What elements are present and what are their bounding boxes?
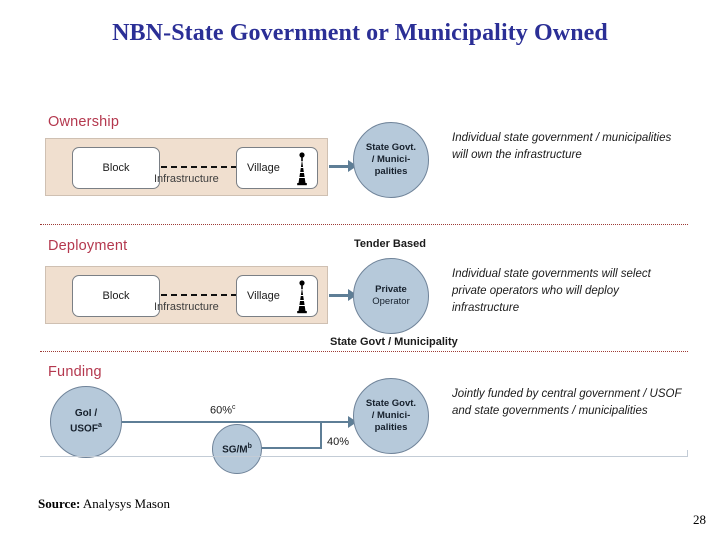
pct-primary-value: 60% [210,404,233,417]
diagram-canvas: Ownership Block Infrastructure Village [40,108,690,476]
caption-state-govt-municipality: State Govt / Municipality [330,336,458,348]
source-note: Source: Analysys Mason [38,496,170,512]
arrow-head-ownership [348,160,357,172]
circle-line1-funding: State Govt. [365,398,417,409]
node-block-deployment: Block [72,275,160,317]
pct-secondary-label: 40% [327,436,349,448]
section-deployment: Deployment Block Infrastructure Village [40,232,690,350]
node-village-deployment: Village [236,275,318,317]
circle-gol-superscript: a [97,422,102,430]
circle-gol-line1: GoI / [74,408,98,420]
section-label-deployment: Deployment [48,238,128,254]
circle-state-govt-ownership: State Govt. / Munici- palities [353,122,429,198]
arrow-head-deployment [348,289,357,301]
circle-private-operator: Private Operator [353,258,429,334]
circle-gol-line2: USOF [70,423,98,435]
ownership-panel: Block Infrastructure Village [45,138,328,196]
circle-line1-deployment: Private [375,284,407,295]
bottom-corner-tick [680,450,688,457]
infrastructure-label-ownership: Infrastructure [154,173,219,185]
infrastructure-link-deployment [161,294,237,296]
circle-line2-ownership: / Munici- [371,154,411,165]
circle-sgm-superscript: b [247,443,252,451]
arrow-head-funding [348,416,357,428]
arrow-ownership [329,165,351,168]
circle-line2-funding: / Munici- [371,410,411,421]
node-village-ownership: Village [236,147,318,189]
circle-sg-m: SG/Mb [212,424,262,474]
source-label: Source: [38,496,81,511]
description-funding: Jointly funded by central government / U… [452,388,682,417]
circle-line2-deployment: Operator [372,296,410,307]
cell-tower-icon [295,280,309,314]
section-label-funding: Funding [48,364,102,380]
pct-secondary-value: 40% [327,436,350,448]
circle-gol-usof: GoI / USOFa [50,386,122,458]
circle-sgm-label: SG/M [222,444,248,456]
circle-line1-ownership: State Govt. [365,142,417,153]
section-ownership: Ownership Block Infrastructure Village [40,108,690,224]
divider-2 [40,351,688,352]
divider-1 [40,224,688,225]
arrow-deployment [329,294,351,297]
pct-primary-superscript: c [232,404,236,411]
pct-primary-label: 60%c [210,404,236,417]
flow-line-primary [122,421,322,423]
node-village-label-ownership: Village [247,162,280,174]
circle-state-govt-funding: State Govt. / Munici- palities [353,378,429,454]
flow-line-junction [320,421,322,449]
flow-line-merge [320,421,351,423]
infrastructure-link-ownership [161,166,237,168]
description-ownership: Individual state government / municipali… [452,132,672,161]
page-title: NBN-State Government or Municipality Own… [112,20,608,46]
flow-line-secondary [260,447,322,449]
infrastructure-label-deployment: Infrastructure [154,301,219,313]
deployment-panel: Block Infrastructure Village [45,266,328,324]
node-block-ownership: Block [72,147,160,189]
circle-line3-ownership: palities [374,166,408,177]
bottom-rule [40,456,688,457]
cell-tower-icon [295,152,309,186]
caption-tender-based: Tender Based [354,238,426,250]
circle-line3-funding: palities [374,422,408,433]
node-village-label-deployment: Village [247,290,280,302]
section-label-ownership: Ownership [48,114,120,130]
section-funding: Funding GoI / USOFa 60%c 40% SG/Mb [40,358,690,476]
page-number: 28 [693,512,706,527]
description-deployment: Individual state governments will select… [452,268,651,314]
source-value: Analysys Mason [82,496,170,511]
